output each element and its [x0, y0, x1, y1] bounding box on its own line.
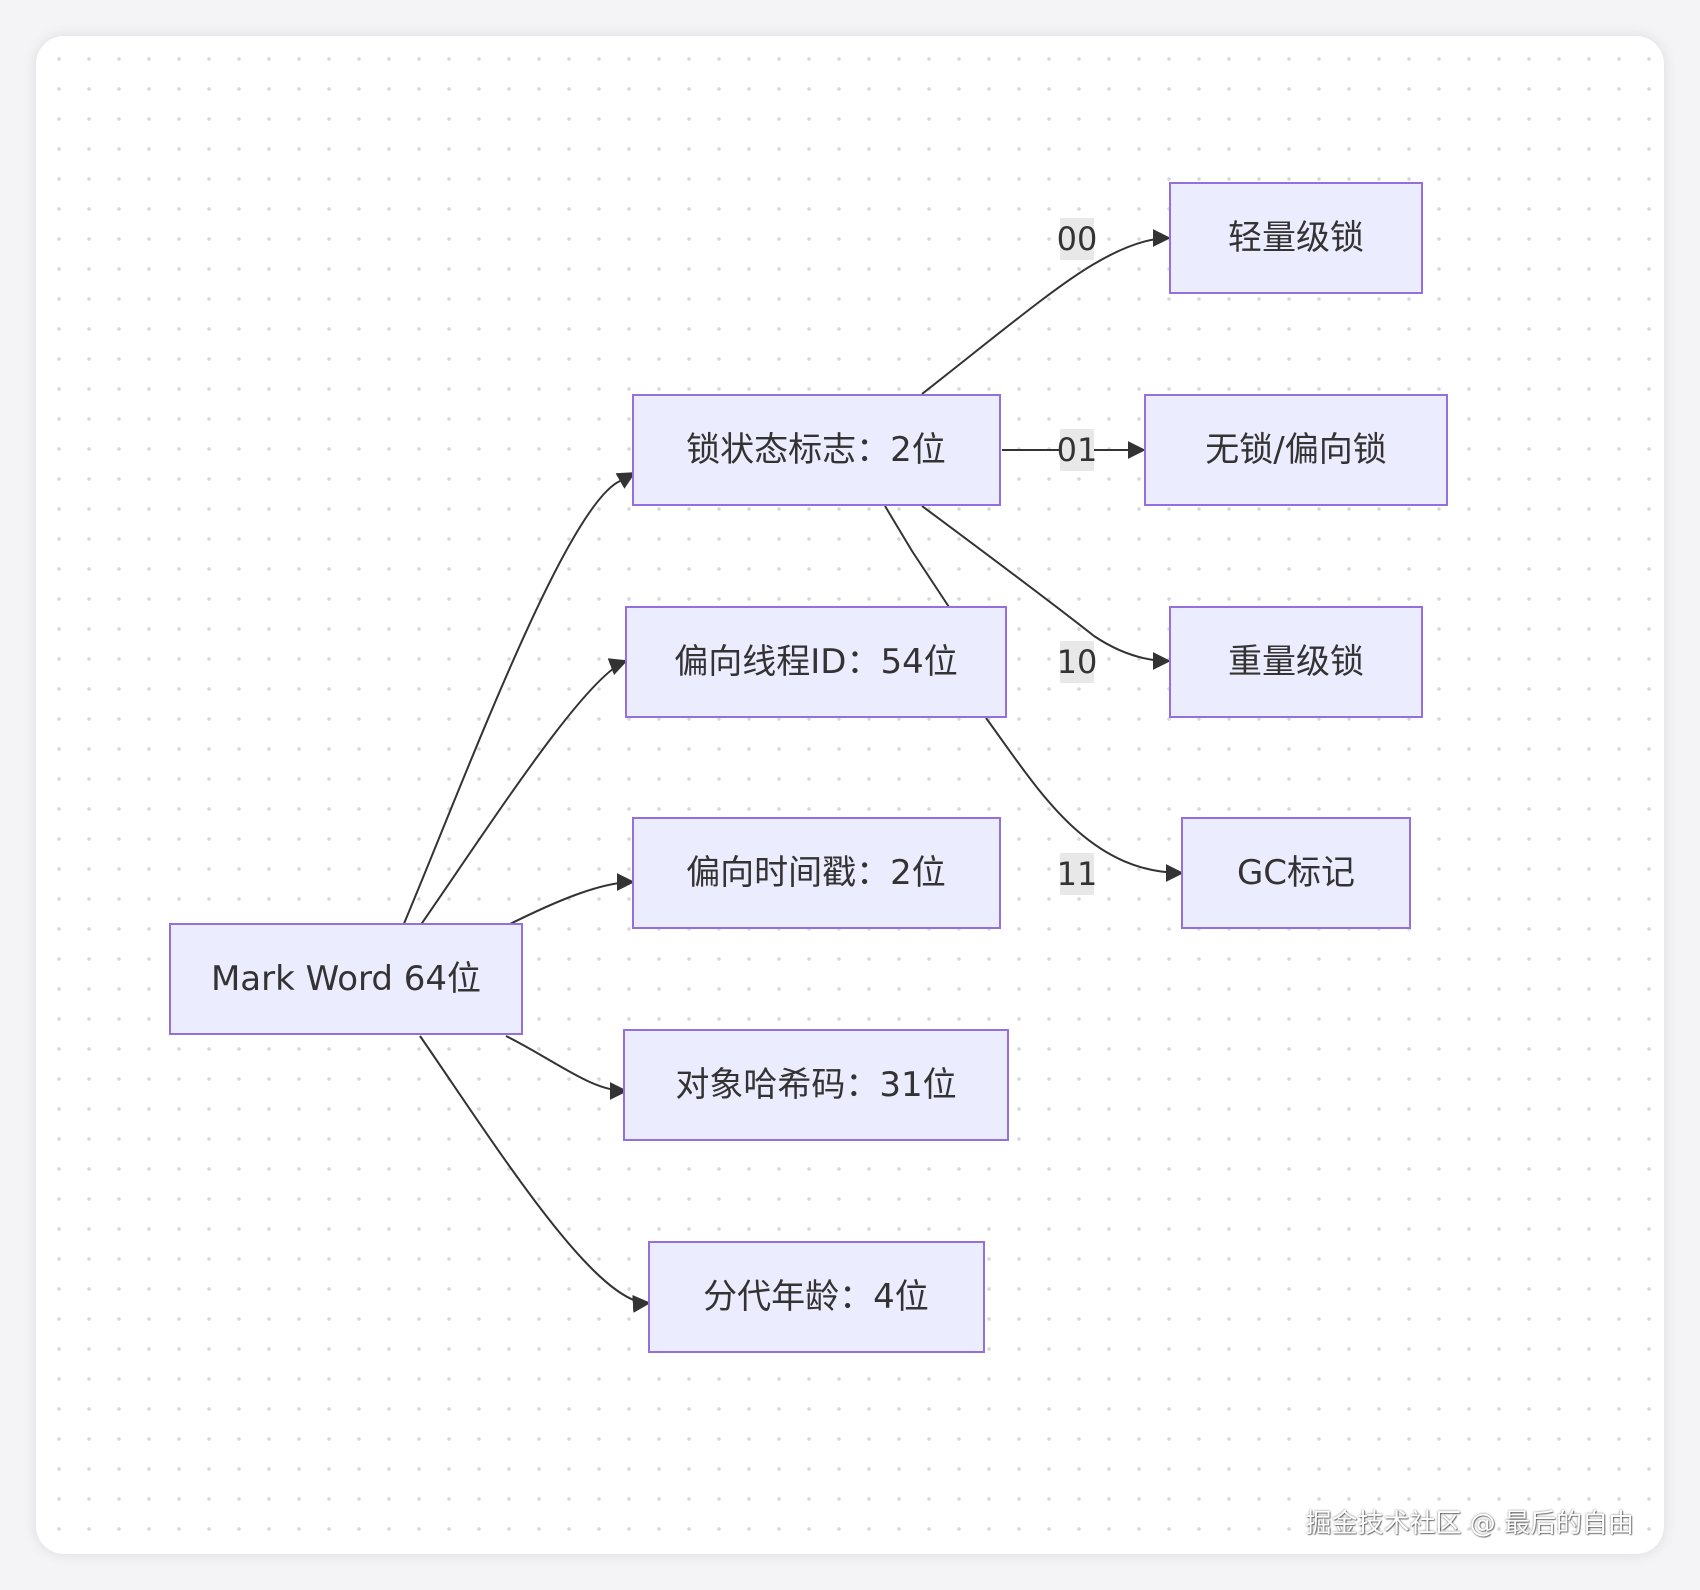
node-lock-flag: 锁状态标志：2位 — [632, 394, 1001, 506]
edge-root-to-lock-flag — [402, 472, 636, 927]
edge-label-10-text: 10 — [1057, 643, 1098, 681]
node-nolock: 无锁/偏向锁 — [1144, 394, 1448, 506]
flowchart: Mark Word 64位 锁状态标志：2位 偏向线程ID：54位 偏向时间戳：… — [169, 182, 1448, 1353]
node-biased-time: 偏向时间戳：2位 — [632, 817, 1001, 929]
node-biased-thread-label: 偏向线程ID：54位 — [674, 642, 957, 682]
node-biased-thread: 偏向线程ID：54位 — [625, 606, 1007, 718]
node-light-label: 轻量级锁 — [1228, 218, 1364, 258]
node-biased-time-label: 偏向时间戳：2位 — [686, 853, 946, 893]
edge-label-11-text: 11 — [1057, 855, 1098, 893]
node-gc-label: GC标记 — [1237, 853, 1355, 893]
edge-label-10: 10 — [1057, 641, 1098, 683]
node-heavy: 重量级锁 — [1169, 606, 1423, 718]
edge-lock-flag-to-heavy — [921, 505, 1171, 670]
node-age: 分代年龄：4位 — [648, 1241, 985, 1353]
edge-root-to-hash — [505, 1035, 628, 1100]
node-lock-flag-label: 锁状态标志：2位 — [686, 430, 946, 470]
node-nolock-label: 无锁/偏向锁 — [1205, 430, 1386, 470]
node-root-label: Mark Word 64位 — [211, 959, 481, 999]
edge-lock-flag-to-gc — [884, 505, 1182, 873]
edge-label-00: 00 — [1057, 218, 1098, 260]
edge-root-to-biased-thread — [419, 658, 628, 927]
node-root: Mark Word 64位 — [169, 923, 523, 1035]
node-age-label: 分代年龄：4位 — [703, 1277, 929, 1317]
node-light: 轻量级锁 — [1169, 182, 1423, 294]
watermark: 掘金技术社区 @ 最后的自由 — [1305, 1509, 1634, 1539]
edge-label-01: 01 — [1057, 429, 1098, 471]
edge-lock-flag-to-light — [921, 229, 1171, 395]
node-gc: GC标记 — [1181, 817, 1411, 929]
edge-root-to-age — [419, 1035, 651, 1313]
node-hash: 对象哈希码：31位 — [623, 1029, 1009, 1141]
node-hash-label: 对象哈希码：31位 — [675, 1065, 956, 1105]
edge-label-00-text: 00 — [1057, 220, 1098, 258]
diagram-card: Mark Word 64位 锁状态标志：2位 偏向线程ID：54位 偏向时间戳：… — [36, 36, 1664, 1554]
edge-label-01-text: 01 — [1057, 431, 1098, 469]
edge-root-to-biased-time — [505, 873, 635, 927]
edge-label-11: 11 — [1057, 853, 1098, 895]
node-heavy-label: 重量级锁 — [1228, 642, 1364, 682]
